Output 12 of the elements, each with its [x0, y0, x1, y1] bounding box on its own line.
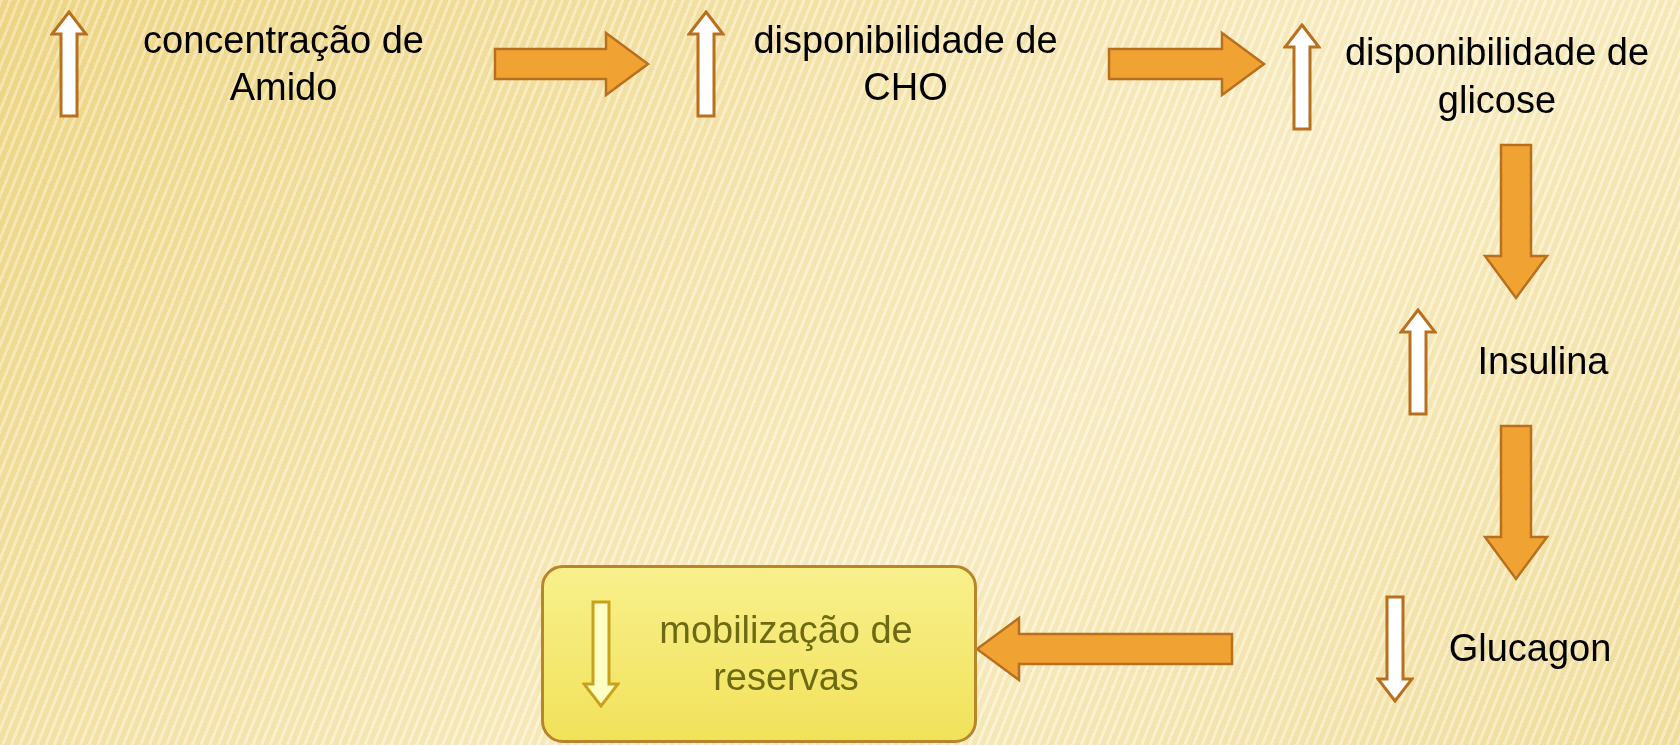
block-arrow: [493, 30, 651, 98]
node-text: disponibilidade de CHO: [752, 17, 1059, 110]
block-arrow: [1107, 30, 1267, 98]
highlight-box: [541, 565, 977, 743]
node-text: disponibilidade de glicose: [1343, 30, 1651, 123]
block-arrow: [1482, 143, 1550, 301]
node-text: concentração de Amido: [142, 17, 425, 110]
node-text: Insulina: [1476, 339, 1610, 385]
block-arrow: [1482, 424, 1550, 582]
node-text: Glucagon: [1447, 626, 1613, 672]
block-arrow: [974, 615, 1234, 683]
node-text: mobilização de reservas: [658, 607, 914, 700]
